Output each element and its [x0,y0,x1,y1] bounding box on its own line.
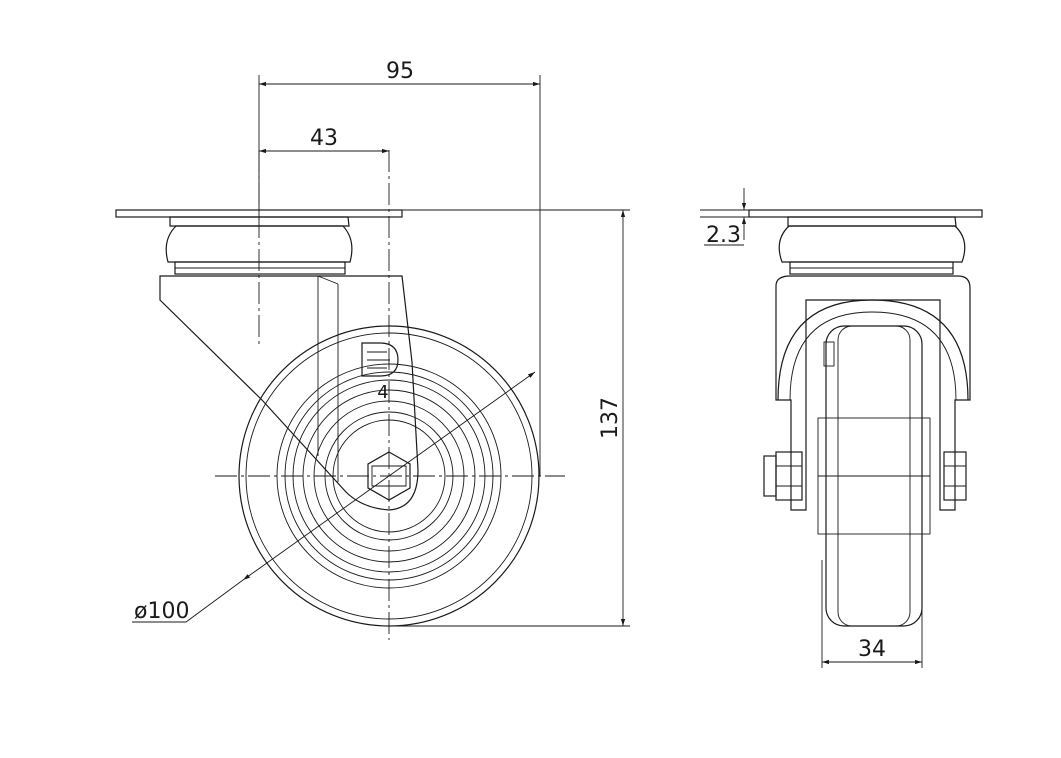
brand-logo [361,342,399,377]
dim-offset: 43 [310,126,338,151]
dim-line-wheel-diameter [242,371,536,581]
load-class-marking: 4 [377,382,388,403]
wheel-diameter-leader [132,579,244,623]
front-logo-emboss [823,341,835,367]
front-fork-arch-inner [789,311,957,401]
dim-height: 137 [598,397,623,439]
bolt-head [763,455,777,497]
front-fork-arch-outer [777,299,969,401]
plate-collar [169,216,350,227]
dim-wheel-width: 34 [858,637,886,662]
dim-wheel-diameter: ø100 [134,599,189,624]
front-plate-collar [787,216,957,227]
front-swivel-race [778,225,966,263]
swivel-race [165,225,353,263]
side-view: 4 95 43 137 ø100 [115,59,630,640]
front-view: 2.3 34 [700,188,983,668]
fork-chamfer [317,275,339,285]
front-top-plate [748,209,983,218]
axle-nut-right [943,451,967,501]
dim-plate-thickness: 2.3 [706,223,741,248]
front-fork [775,275,971,511]
axle-nut-left [775,451,803,501]
dim-overall-width: 95 [386,59,414,84]
